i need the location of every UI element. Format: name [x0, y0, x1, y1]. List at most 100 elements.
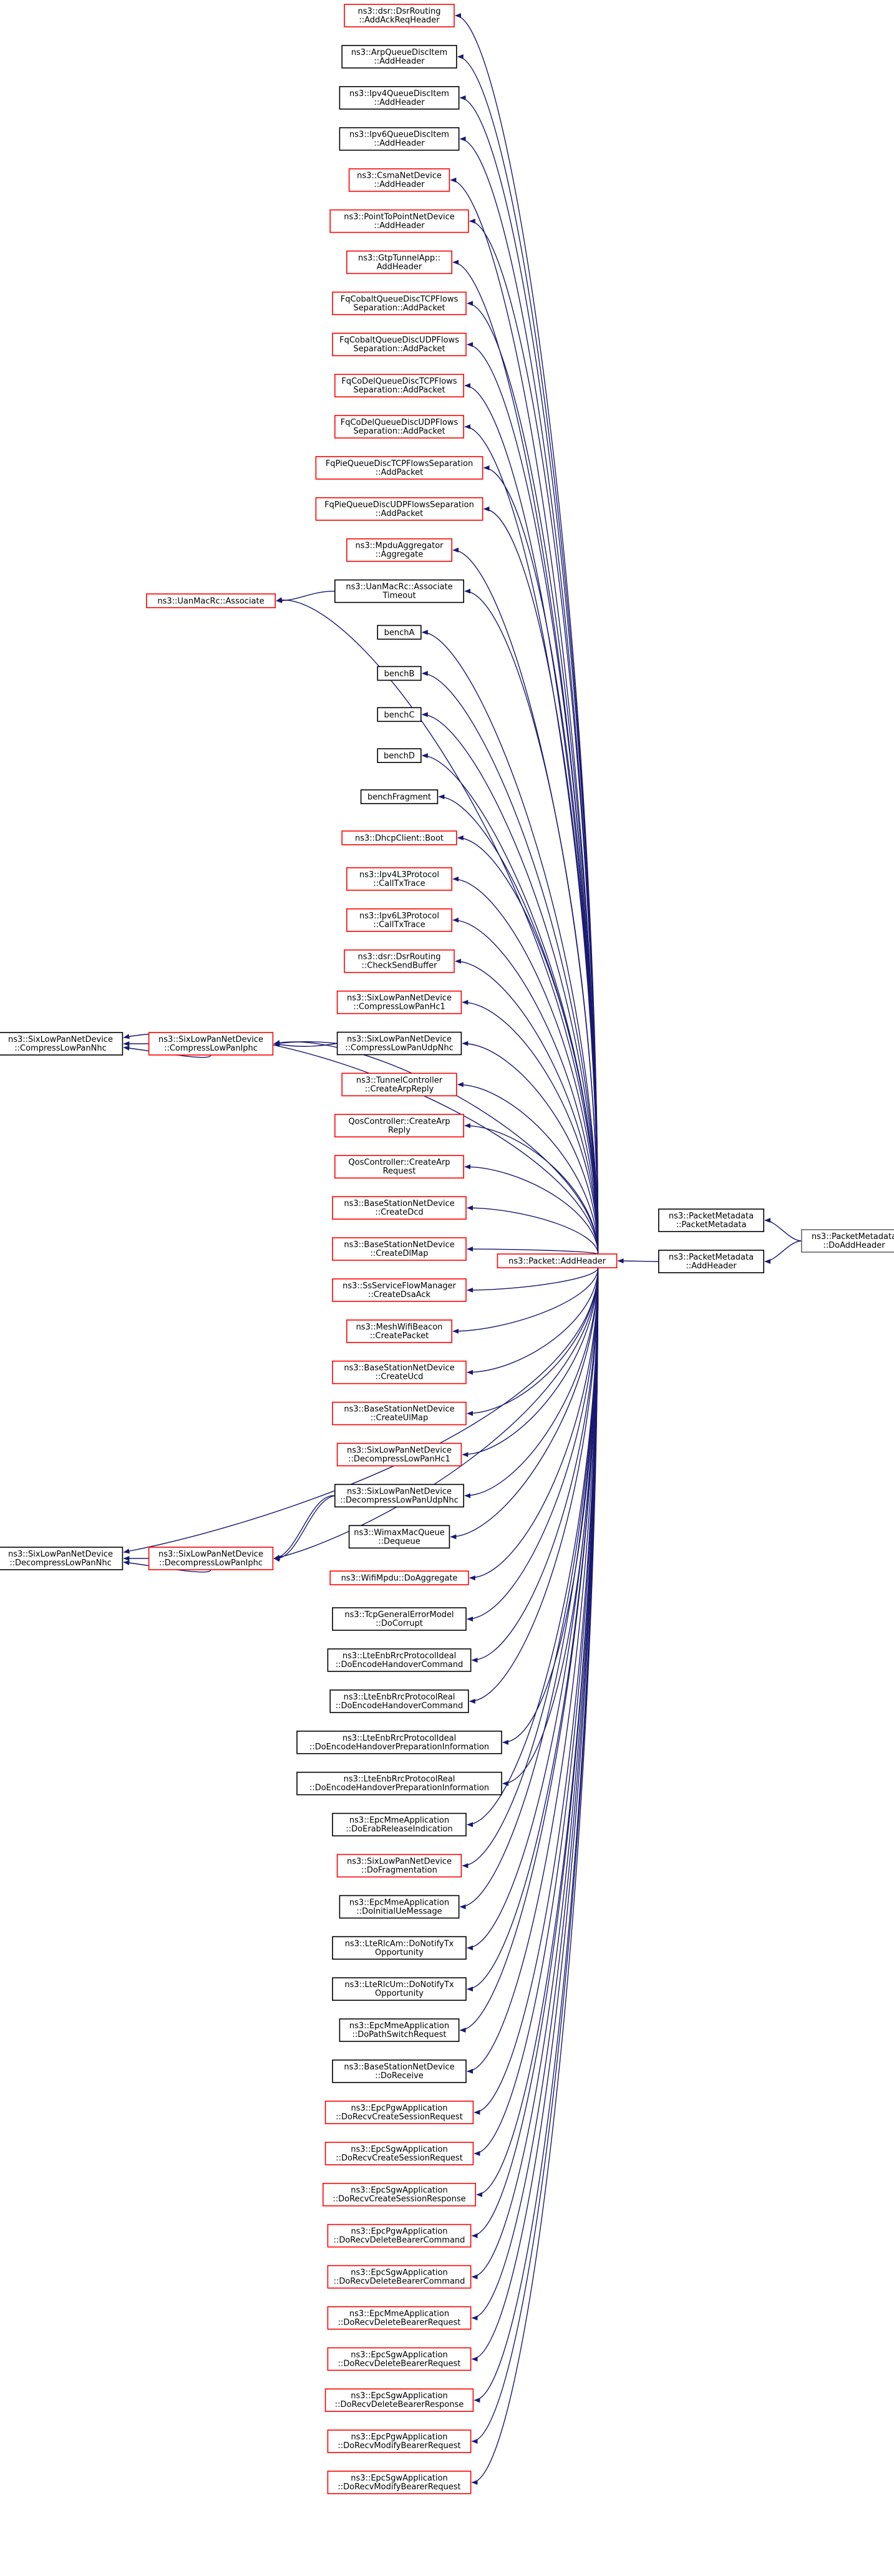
function-node-c59[interactable]: ns3::EpcPgwApplication::DoRecvModifyBear… [327, 2429, 472, 2453]
function-node-c29[interactable]: ns3::BaseStationNetDevice::CreateDcd [332, 1196, 467, 1220]
function-node-c36[interactable]: ns3::SixLowPanNetDevice::DecompressLowPa… [334, 1484, 464, 1508]
function-node-c20[interactable]: ns3::DhcpClient::Boot [341, 830, 457, 845]
function-node-L2[interactable]: ns3::SixLowPanNetDevice::DecompressLowPa… [0, 1547, 124, 1570]
edge-hub-to-S3 [273, 1267, 599, 1560]
edge-hub-to-S1 [276, 597, 599, 1255]
function-node-L1[interactable]: ns3::SixLowPanNetDevice::CompressLowPanN… [0, 1032, 124, 1056]
function-node-c60[interactable]: ns3::EpcSgwApplication::DoRecvModifyBear… [327, 2471, 472, 2494]
function-node-c51[interactable]: ns3::EpcPgwApplication::DoRecvCreateSess… [324, 2101, 474, 2124]
function-node-c41[interactable]: ns3::LteEnbRrcProtocolReal::DoEncodeHand… [329, 1689, 469, 1713]
function-node-c52[interactable]: ns3::EpcSgwApplication::DoRecvCreateSess… [324, 2142, 474, 2165]
function-node-c10[interactable]: FqCoDelQueueDiscUDPFlowsSeparation::AddP… [334, 415, 464, 439]
function-node-c13[interactable]: ns3::MpduAggregator::Aggregate [346, 538, 452, 562]
node-box [315, 497, 483, 521]
function-node-c22[interactable]: ns3::Ipv6L3Protocol::CallTxTrace [346, 908, 452, 932]
function-node-hub[interactable]: ns3::Packet::AddHeader [497, 1253, 618, 1268]
function-node-c6[interactable]: ns3::GtpTunnelApp::AddHeader [346, 250, 452, 275]
node-label-line: FqCoDelQueueDiscTCPFlows [341, 377, 457, 386]
function-node-c57[interactable]: ns3::EpcSgwApplication::DoRecvDeleteBear… [327, 2347, 472, 2371]
function-node-c27[interactable]: QosController::CreateArpReply [334, 1114, 464, 1138]
node-label-line: ns3::EpcSgwApplication [351, 2474, 447, 2483]
function-node-c54[interactable]: ns3::EpcPgwApplication::DoRecvDeleteBear… [327, 2224, 472, 2248]
function-node-c44[interactable]: ns3::EpcMmeApplication::DoErabReleaseInd… [332, 1812, 467, 1837]
function-node-c24[interactable]: ns3::SixLowPanNetDevice::CompressLowPanH… [336, 990, 462, 1014]
function-node-c12[interactable]: FqPieQueueDiscUDPFlowsSeparation::AddPac… [315, 497, 483, 521]
function-node-c17[interactable]: benchC [377, 707, 422, 722]
node-label-line: ::DoEncodeHandoverCommand [336, 1660, 464, 1670]
function-node-S1[interactable]: ns3::UanMacRc::Associate [146, 593, 276, 608]
node-box [341, 830, 457, 845]
function-node-c15[interactable]: benchA [377, 625, 422, 640]
function-node-S2[interactable]: ns3::SixLowPanNetDevice::CompressLowPanI… [148, 1032, 274, 1056]
function-node-c40[interactable]: ns3::LteEnbRrcProtocolIdeal::DoEncodeHan… [327, 1648, 472, 1672]
function-node-c33[interactable]: ns3::BaseStationNetDevice::CreateUcd [332, 1360, 467, 1384]
function-node-c38[interactable]: ns3::WifiMpdu::DoAggregate [329, 1570, 469, 1585]
node-label-line: ::CreateUcd [376, 1373, 424, 1382]
function-node-c18[interactable]: benchD [377, 748, 422, 763]
function-node-c23[interactable]: ns3::dsr::DsrRouting::CheckSendBuffer [344, 949, 455, 973]
function-node-c5[interactable]: ns3::PointToPointNetDevice::AddHeader [329, 209, 469, 233]
function-node-c42[interactable]: ns3::LteEnbRrcProtocolIdeal::DoEncodeHan… [296, 1731, 502, 1754]
function-node-pmd[interactable]: ns3::PacketMetadata::PacketMetadata [658, 1208, 765, 1232]
node-box [346, 250, 452, 275]
function-node-c56[interactable]: ns3::EpcMmeApplication::DoRecvDeleteBear… [327, 2306, 472, 2330]
function-node-c0[interactable]: ns3::dsr::DsrRouting::AddAckReqHeader [344, 4, 455, 27]
function-node-c50[interactable]: ns3::BaseStationNetDevice::DoReceive [332, 2059, 467, 2083]
function-node-c1[interactable]: ns3::ArpQueueDiscItem::AddHeader [341, 45, 457, 69]
function-node-c9[interactable]: FqCoDelQueueDiscTCPFlowsSeparation::AddP… [334, 374, 464, 397]
function-node-c39[interactable]: ns3::TcpGeneralErrorModel::DoCorrupt [332, 1607, 467, 1631]
function-node-c4[interactable]: ns3::CsmaNetDevice::AddHeader [348, 168, 450, 192]
node-box [327, 2306, 472, 2330]
function-node-c45[interactable]: ns3::SixLowPanNetDevice::DoFragmentation [336, 1854, 462, 1878]
edge-hub-to-c26 [457, 1082, 599, 1255]
node-label-line: FqCobaltQueueDiscTCPFlows [341, 294, 459, 304]
function-node-c3[interactable]: ns3::Ipv6QueueDiscItem::AddHeader [339, 127, 460, 151]
function-node-S3[interactable]: ns3::SixLowPanNetDevice::DecompressLowPa… [148, 1547, 274, 1570]
node-label-line: ns3::EpcSgwApplication [351, 2186, 447, 2195]
function-node-c58[interactable]: ns3::EpcSgwApplication::DoRecvDeleteBear… [324, 2388, 474, 2412]
function-node-c35[interactable]: ns3::SixLowPanNetDevice::DecompressLowPa… [336, 1442, 462, 1467]
node-label-line: ns3::EpcSgwApplication [351, 2391, 447, 2401]
node-box [296, 1731, 502, 1754]
node-label-line: ::DoRecvCreateSessionResponse [333, 2195, 465, 2204]
function-node-c21[interactable]: ns3::Ipv4L3Protocol::CallTxTrace [346, 867, 452, 891]
node-label-line: ns3::SsServiceFlowManager [343, 1281, 456, 1291]
function-node-c34[interactable]: ns3::BaseStationNetDevice::CreateUlMap [332, 1401, 467, 1426]
function-node-c55[interactable]: ns3::EpcSgwApplication::DoRecvDeleteBear… [327, 2265, 472, 2289]
function-node-c30[interactable]: ns3::BaseStationNetDevice::CreateDlMap [332, 1237, 467, 1261]
node-label-line: ns3::WifiMpdu::DoAggregate [341, 1574, 458, 1583]
function-node-c31[interactable]: ns3::SsServiceFlowManager::CreateDsaAck [332, 1278, 467, 1302]
node-label-line: ns3::BaseStationNetDevice [344, 2063, 454, 2072]
edge-hub-to-c48 [467, 1267, 599, 1992]
function-node-c2[interactable]: ns3::Ipv4QueueDiscItem::AddHeader [339, 86, 460, 110]
function-node-c49[interactable]: ns3::EpcMmeApplication::DoPathSwitchRequ… [339, 2018, 460, 2042]
function-node-c11[interactable]: FqPieQueueDiscTCPFlowsSeparation::AddPac… [315, 456, 483, 480]
function-node-c25[interactable]: ns3::SixLowPanNetDevice::CompressLowPanU… [336, 1031, 462, 1056]
node-box [346, 867, 452, 891]
node-box [658, 1250, 765, 1273]
function-node-c19[interactable]: benchFragment [360, 789, 439, 804]
edge-c36-to-S3 [273, 1495, 335, 1561]
function-node-c37[interactable]: ns3::WimaxMacQueue::Dequeue [348, 1525, 450, 1549]
function-node-c7[interactable]: FqCobaltQueueDiscTCPFlowsSeparation::Add… [332, 291, 467, 316]
edge-hub-to-c46 [459, 1267, 599, 1910]
function-node-c53[interactable]: ns3::EpcSgwApplication::DoRecvCreateSess… [322, 2182, 476, 2207]
node-box [332, 1607, 467, 1631]
node-box [322, 2182, 476, 2207]
node-label-line: FqCobaltQueueDiscUDPFlows [339, 336, 459, 345]
node-box [332, 1812, 467, 1837]
function-node-c26[interactable]: ns3::TunnelController::CreateArpReply [341, 1072, 457, 1097]
function-node-c43[interactable]: ns3::LteEnbRrcProtocolReal::DoEncodeHand… [296, 1771, 502, 1796]
node-label-line: ns3::Ipv6L3Protocol [359, 911, 439, 921]
function-node-c32[interactable]: ns3::MeshWifiBeacon::CreatePacket [346, 1320, 452, 1343]
function-node-c46[interactable]: ns3::EpcMmeApplication::DoInitialUeMessa… [339, 1895, 460, 1919]
function-node-c8[interactable]: FqCobaltQueueDiscUDPFlowsSeparation::Add… [332, 333, 467, 357]
function-node-c16[interactable]: benchB [377, 666, 422, 681]
node-label-line: ::DecompressLowPanIphc [159, 1558, 263, 1568]
node-box [324, 2101, 474, 2124]
function-node-pmah[interactable]: ns3::PacketMetadata::AddHeader [658, 1250, 765, 1273]
